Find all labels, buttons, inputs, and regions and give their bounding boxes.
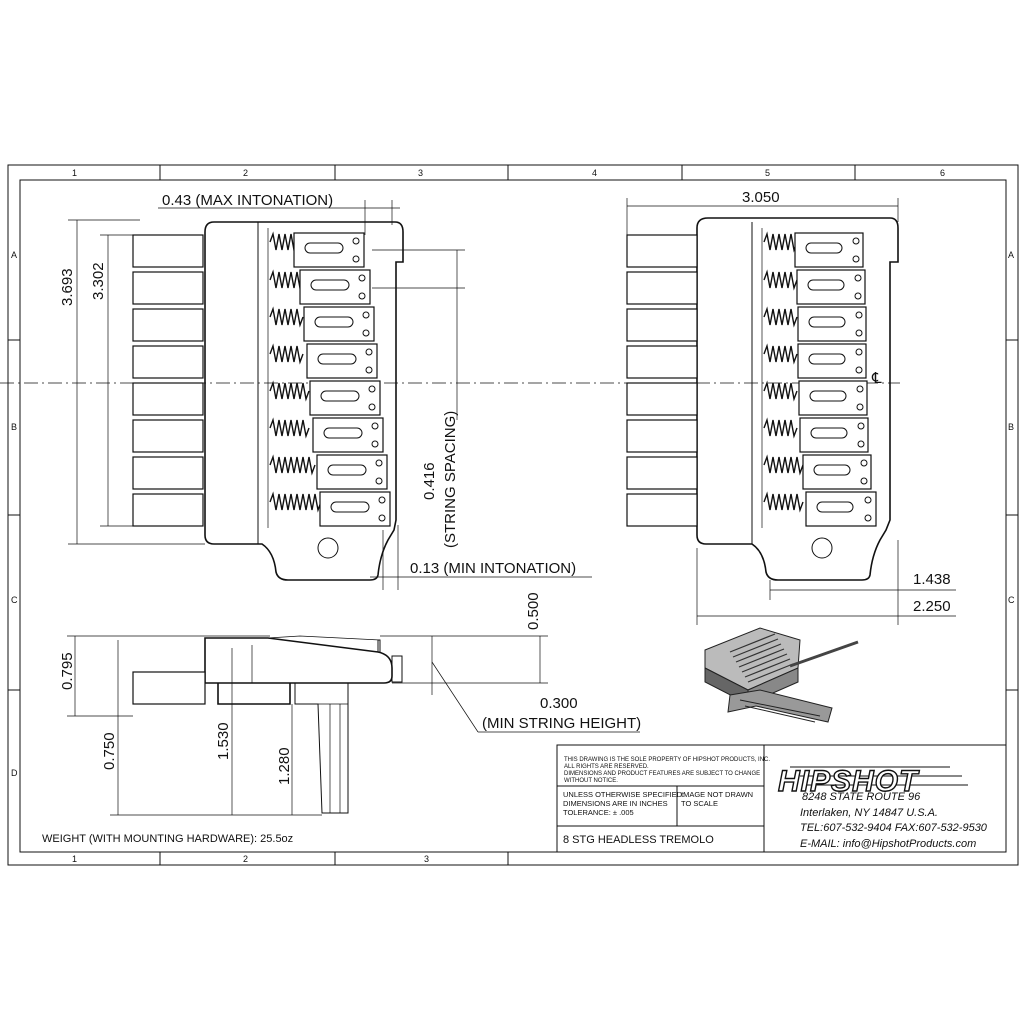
dimension-min-intonation: 0.13 (MIN INTONATION) [410,560,576,577]
row-label: D [11,768,18,778]
dimension-0750: 0.750 [101,732,118,770]
isometric-product-image [704,627,859,723]
phone-fax: TEL:607-532-9404 FAX:607-532-9530 [800,822,988,834]
scale-note-line: TO SCALE [681,799,718,808]
scale-note-line: IMAGE NOT DRAWN [681,790,753,799]
dimension-1530: 1.530 [215,722,232,760]
row-label: C [11,595,18,605]
dimension-min-string-height: (MIN STRING HEIGHT) [482,715,641,732]
unless-specified-line: DIMENSIONS ARE IN INCHES [563,799,668,808]
row-label: B [11,422,17,432]
property-notice-line: THIS DRAWING IS THE SOLE PROPERTY OF HIP… [564,757,770,763]
property-notice-line: ALL RIGHTS ARE RESERVED. [564,764,649,770]
dimension-0500: 0.500 [525,592,542,630]
unless-specified-line: UNLESS OTHERWISE SPECIFIED: [563,790,684,799]
sheet-frame: 1 2 3 4 5 6 1 2 3 A B C D A B C [7,164,1019,866]
dimension-1280: 1.280 [276,747,293,785]
property-notice-line: DIMENSIONS AND PRODUCT FEATURES ARE SUBJ… [564,771,760,777]
title-block: THIS DRAWING IS THE SOLE PROPERTY OF HIP… [556,744,1007,853]
bottom-column-label: 1 [72,854,77,864]
address-line: 8248 STATE ROUTE 96 [802,791,921,803]
string-tail-blocks [132,234,204,527]
tolerance-line: TOLERANCE: ± .005 [563,808,634,817]
saddles [763,231,877,527]
dimension-0795: 0.795 [59,652,76,690]
row-label: B [1008,422,1014,432]
front-view: 0.43 (MAX INTONATION) 3.693 3.302 0.416 … [59,192,592,590]
logo-text: HIPSHOT [778,765,920,798]
column-label: 1 [72,168,77,178]
dimension-string-spacing-value: 0.416 [421,462,438,500]
saddles [269,231,391,527]
dimension-2250: 2.250 [913,598,951,615]
part-name: 8 STG HEADLESS TREMOLO [563,834,714,846]
bottom-column-label: 2 [243,854,248,864]
right-view: 3.050 ℄ 1.438 2.250 [626,189,956,625]
property-notice-line: WITHOUT NOTICE. [564,778,618,784]
centerline-symbol: ℄ [871,370,882,387]
weight-note: WEIGHT (WITH MOUNTING HARDWARE): 25.5oz [42,833,293,845]
hipshot-logo: HIPSHOT [777,764,968,799]
side-view: 0.795 0.750 1.530 1.280 0.500 0.300 (MIN… [59,592,641,816]
mounting-hole [811,537,833,559]
row-label: C [1008,595,1015,605]
bridge-body-outline [696,217,899,581]
email: E-MAIL: info@HipshotProducts.com [800,838,976,850]
dimension-width: 3.050 [742,189,780,206]
bridge-body-outline [204,221,404,581]
column-label: 4 [592,168,597,178]
row-label: A [11,250,17,260]
dimension-height-outer: 3.693 [59,268,76,306]
column-label: 6 [940,168,945,178]
dimension-height-inner: 3.302 [90,262,107,300]
dimension-1438: 1.438 [913,571,951,588]
dimension-max-intonation: 0.43 (MAX INTONATION) [162,192,333,209]
column-label: 2 [243,168,248,178]
dimension-0300: 0.300 [540,695,578,712]
address-line: Interlaken, NY 14847 U.S.A. [800,807,938,819]
string-tail-blocks [626,234,698,527]
row-label: A [1008,250,1014,260]
dimension-string-spacing-label: (STRING SPACING) [442,411,459,548]
bottom-column-label: 3 [424,854,429,864]
side-profile-outline [204,637,393,684]
column-label: 3 [418,168,423,178]
column-label: 5 [765,168,770,178]
mounting-hole [317,537,339,559]
